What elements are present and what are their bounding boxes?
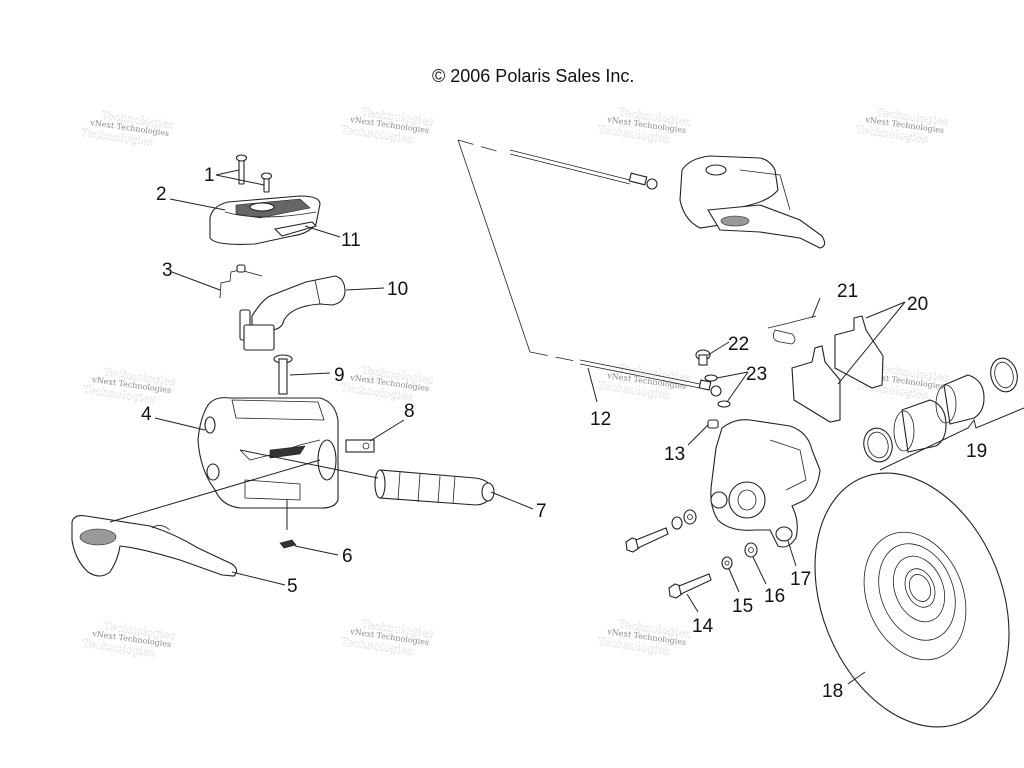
part-flat-washer[interactable] (683, 509, 758, 558)
callout-14[interactable]: 14 (692, 616, 714, 637)
part-banjo-bolt[interactable] (695, 349, 711, 366)
part-brake-line[interactable] (457, 139, 722, 397)
watermark: Technologies vNext Technologies Technolo… (597, 105, 692, 146)
callout-17[interactable]: 17 (790, 569, 811, 590)
callout-4[interactable]: 4 (141, 404, 152, 425)
part-brake-disc[interactable] (779, 444, 1024, 756)
part-piston-assembly[interactable] (374, 469, 495, 506)
assembly-center-lines (109, 449, 379, 530)
part-brake-lever[interactable] (71, 515, 238, 577)
part-cover-gasket[interactable] (273, 221, 318, 237)
watermark: Technologies vNext Technologies Technolo… (340, 363, 435, 404)
watermark: Technologies vNext Technologies Technolo… (82, 365, 177, 406)
callout-3[interactable]: 3 (162, 260, 173, 281)
callout-15[interactable]: 15 (732, 596, 753, 617)
callout-11[interactable]: 11 (341, 230, 361, 251)
callout-21[interactable]: 21 (837, 281, 858, 302)
leader-lines (154, 169, 906, 685)
part-brake-pads[interactable] (791, 315, 884, 423)
part-reservoir-cover[interactable] (209, 195, 321, 245)
part-master-cylinder-body[interactable] (197, 397, 339, 509)
watermark: Technologies vNext Technologies Technolo… (82, 619, 177, 660)
callout-8[interactable]: 8 (404, 401, 415, 422)
part-brake-light-switch[interactable] (345, 439, 375, 453)
part-retainer-clip[interactable] (279, 539, 297, 549)
watermark: Technologies vNext Technologies Technolo… (597, 617, 692, 658)
part-caliper-piston-kit[interactable] (860, 355, 1024, 471)
callout-7[interactable]: 7 (536, 501, 547, 522)
part-mounting-screws[interactable] (235, 154, 273, 193)
callout-5[interactable]: 5 (287, 576, 298, 597)
part-caliper-bolt[interactable] (625, 527, 712, 599)
watermark: Technologies vNext Technologies Technolo… (340, 617, 435, 658)
watermark: Technologies vNext Technologies Technolo… (80, 108, 175, 149)
callout-12[interactable]: 12 (590, 409, 611, 430)
part-pad-retainer-pin[interactable] (767, 315, 817, 345)
callout-6[interactable]: 6 (342, 546, 353, 567)
part-master-cylinder-assembly[interactable] (679, 155, 826, 249)
part-lock-washer[interactable] (671, 516, 733, 570)
callout-23[interactable]: 23 (746, 364, 767, 385)
callout-labels: 1 2 3 4 5 6 7 8 9 10 11 12 13 14 15 16 1… (141, 165, 987, 702)
callout-10[interactable]: 10 (387, 279, 408, 300)
callout-16[interactable]: 16 (764, 586, 785, 607)
watermark: Technologies vNext Technologies Technolo… (340, 105, 435, 146)
part-brake-caliper[interactable] (710, 419, 821, 548)
callout-2[interactable]: 2 (156, 184, 167, 205)
part-park-brake-lever[interactable] (239, 275, 346, 351)
callout-22[interactable]: 22 (728, 334, 749, 355)
watermark: Technologies vNext Technologies Technolo… (855, 105, 950, 146)
callout-13[interactable]: 13 (664, 444, 685, 465)
part-spring-clip[interactable] (219, 264, 263, 299)
callout-19[interactable]: 19 (966, 441, 987, 462)
part-pivot-pin[interactable] (273, 354, 293, 395)
callout-9[interactable]: 9 (334, 365, 345, 386)
part-bleeder-valve[interactable] (707, 419, 719, 429)
callout-1[interactable]: 1 (204, 165, 215, 186)
copyright-title: © 2006 Polaris Sales Inc. (432, 66, 635, 86)
callout-18[interactable]: 18 (822, 681, 843, 702)
callout-20[interactable]: 20 (907, 294, 928, 315)
